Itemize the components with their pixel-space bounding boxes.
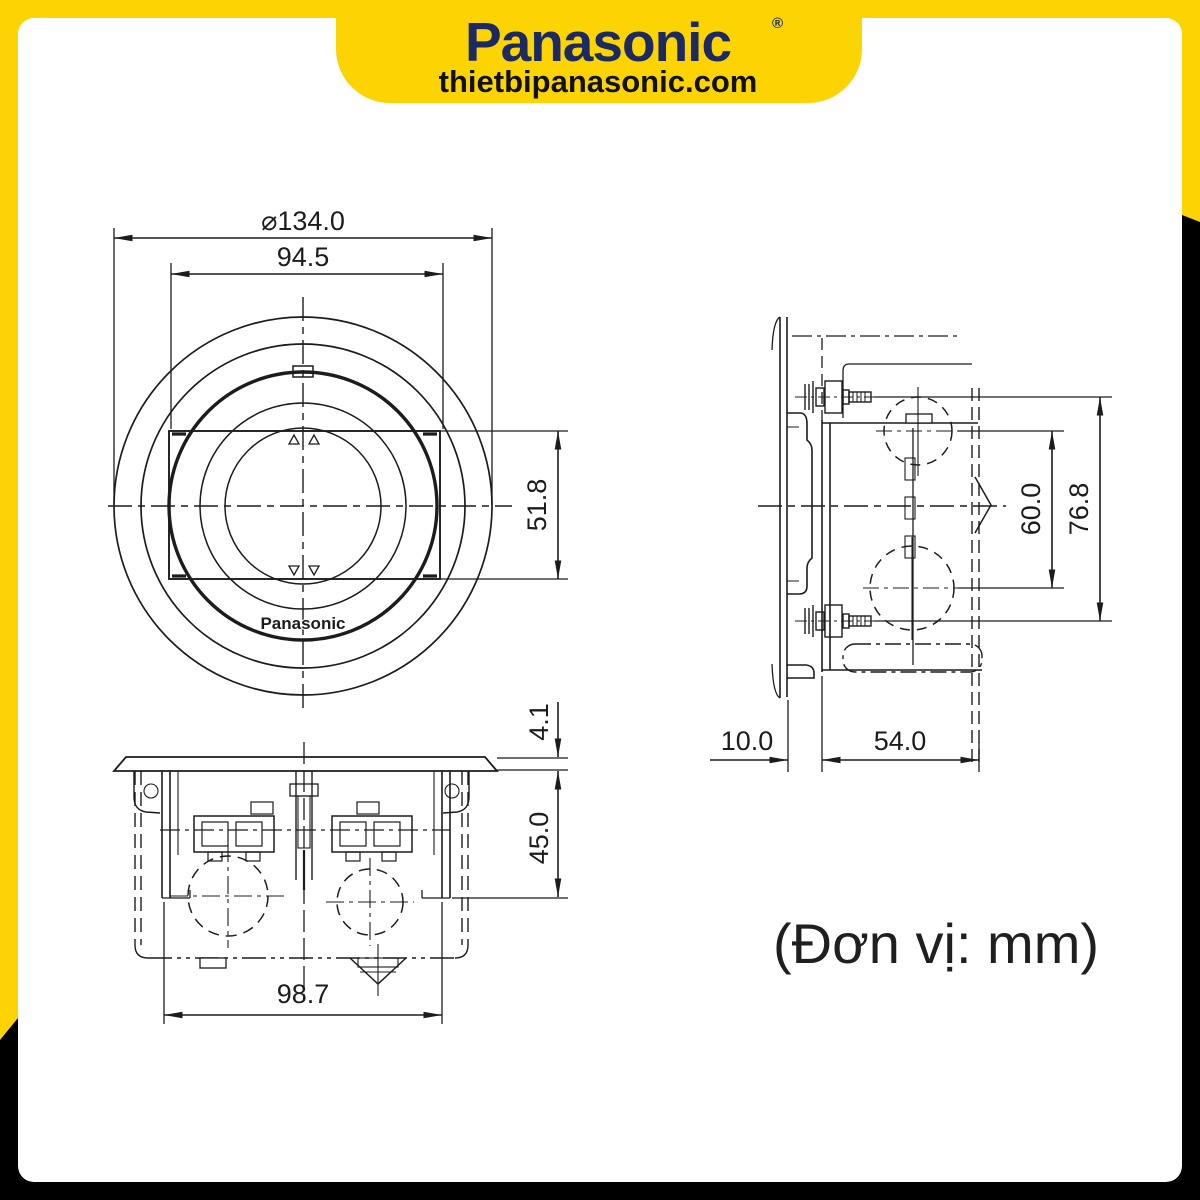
outer-shell: [134, 771, 469, 996]
cover-plate-edge: [112, 756, 499, 772]
registered-mark-icon: ®: [772, 15, 783, 32]
dim-label-body-depth: 45.0: [524, 812, 554, 865]
dim-label-cutout-width: 94.5: [277, 242, 330, 272]
clamp-screw-bottom: [795, 604, 880, 638]
unit-note: (Đơn vị: mm): [773, 912, 1099, 975]
terminal-blocks: [193, 815, 413, 862]
dim-knockout-spacing: 60.0: [958, 430, 1064, 589]
dim-label-screw-spacing: 76.8: [1064, 483, 1094, 536]
dim-cutout-width: 94.5: [170, 242, 444, 429]
front-view: Panasonic ⌀134.0 94.5 51.8: [108, 206, 568, 714]
brand-logo: Panasonic: [465, 11, 731, 73]
dim-screw-spacing: 76.8: [874, 396, 1112, 622]
brand-banner: [336, 0, 862, 103]
side-view: 60.0 76.8 10.0 54.0: [710, 316, 1112, 772]
dim-cutout-height: 51.8: [440, 430, 568, 580]
dim-plate-thickness: 4.1: [497, 702, 568, 771]
cutout-corner-ticks: [172, 432, 437, 578]
dim-label-box-depth: 54.0: [874, 726, 927, 756]
knockout-holes-side: [863, 387, 960, 640]
bottom-view: 4.1 45.0 98.7: [112, 702, 568, 1024]
socket-cutout: [168, 430, 441, 580]
dim-label-plate-offset: 10.0: [721, 726, 774, 756]
website-url: thietbipanasonic.com: [439, 64, 758, 99]
inner-cage: [161, 771, 451, 899]
knockout-chevron: [974, 476, 992, 534]
dim-label-outer-diameter: ⌀134.0: [261, 206, 345, 236]
dim-label-knockout-spacing: 60.0: [1016, 483, 1046, 536]
dim-box-depth: 54.0: [821, 676, 980, 772]
dim-outer-diameter: ⌀134.0: [113, 206, 493, 504]
dim-label-body-width: 98.7: [277, 979, 330, 1009]
latch-triangles: [287, 433, 321, 577]
dim-body-depth: 45.0: [452, 771, 568, 899]
face-plate: [771, 316, 815, 699]
clamp-screw-top: [795, 380, 880, 414]
end-clips: [133, 771, 470, 814]
dim-body-width: 98.7: [163, 902, 443, 1024]
dim-label-plate-thickness: 4.1: [524, 703, 554, 741]
product-brand-label: Panasonic: [260, 614, 345, 633]
knockout-holes-bottom: [170, 844, 414, 948]
dim-label-cutout-height: 51.8: [522, 479, 552, 532]
dim-plate-offset: 10.0: [710, 700, 789, 772]
